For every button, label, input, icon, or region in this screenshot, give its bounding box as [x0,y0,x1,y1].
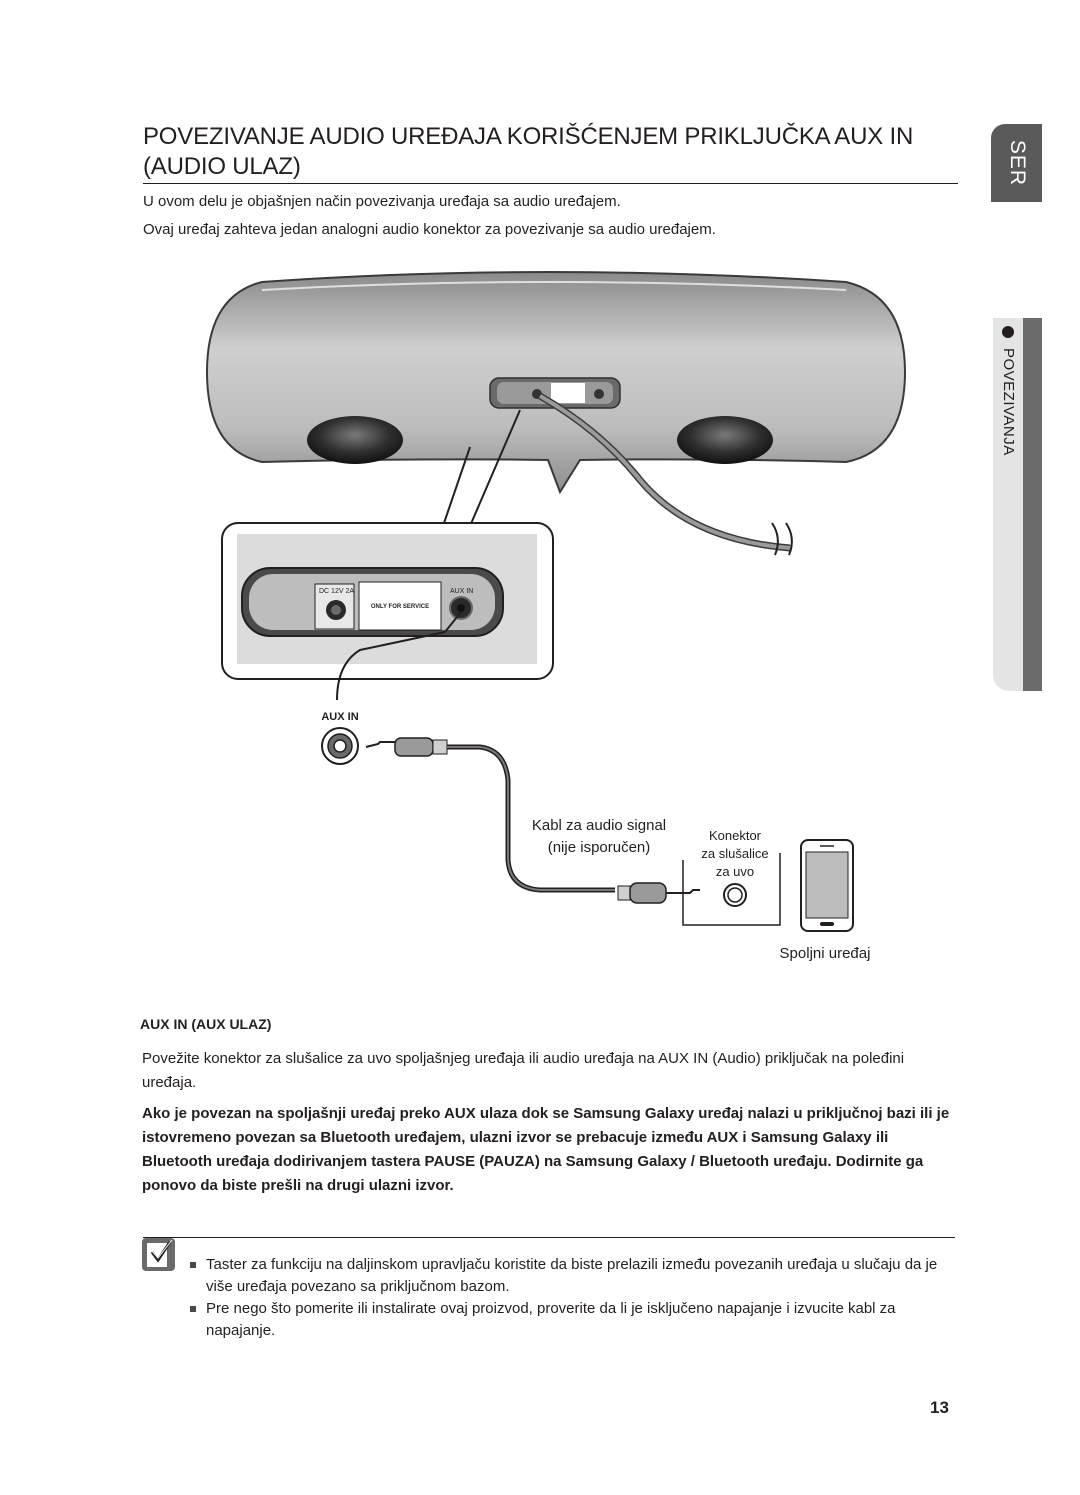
rear-panel-zoom [221,522,554,680]
connection-diagram: DC 12V 2A ONLY FOR SERVICE AUX IN AUX IN… [205,271,907,962]
cable-note-label: (nije isporučen) [548,839,651,856]
connector-label-1: Konektor [709,828,762,843]
note-divider [143,1237,955,1238]
headphone-jack-icon [723,883,747,907]
intro-line-1: U ovom delu je objašnjen način povezivan… [143,193,621,210]
section-paragraph: Povežite konektor za slušalice za uvo sp… [142,1050,905,1091]
bullet-icon [190,1262,196,1268]
page-number: 13 [930,1398,949,1417]
aux-in-jack-icon [321,727,359,765]
cable-label: Kabl za audio signal [532,817,666,834]
audio-cable-plug-icon [365,737,448,757]
connector-label-3: za uvo [716,864,754,879]
note-item: Pre nego što pomerite ili instalirate ov… [190,1298,960,1342]
speaker-right [677,416,773,464]
language-tab: SER [991,124,1042,202]
note-icon [142,1238,175,1271]
speaker-dock-illustration [205,271,907,495]
zoom-line-left [442,446,471,527]
speaker-left [307,416,403,464]
panel-service-label: ONLY FOR SERVICE [371,604,429,610]
zoom-line-right [469,409,521,527]
title-divider [143,183,958,184]
page-title: POVEZIVANJE AUDIO UREĐAJA KORIŠĆENJEM PR… [143,123,914,180]
aux-in-label: AUX IN [321,711,358,723]
aux-leader-line [336,611,462,701]
external-device-label: Spoljni uređaj [780,945,871,962]
section-bold-paragraph: Ako je povezan na spoljašnji uređaj prek… [142,1105,950,1194]
panel-dc-label: DC 12V 2A [319,588,354,595]
connector-box [682,853,781,926]
note-text: Pre nego što pomerite ili instalirate ov… [206,1300,896,1339]
phone-device-icon [800,839,854,932]
headphone-plug-icon [617,882,700,904]
note-text: Taster za funkciju na daljinskom upravlj… [206,1256,938,1295]
section-heading: AUX IN (AUX ULAZ) [140,1016,272,1032]
section-tab [993,318,1023,691]
note-item: Taster za funkciju na daljinskom upravlj… [190,1254,960,1298]
intro-line-2: Ovaj uređaj zahteva jedan analogni audio… [143,221,716,238]
section-tab-label: POVEZIVANJA [1000,348,1017,456]
section-bullet-icon [1002,326,1014,338]
section-tab-edge [1023,318,1042,691]
connector-label-2: za slušalice [701,846,768,861]
panel-aux-label: AUX IN [450,588,473,595]
bullet-icon [190,1306,196,1312]
